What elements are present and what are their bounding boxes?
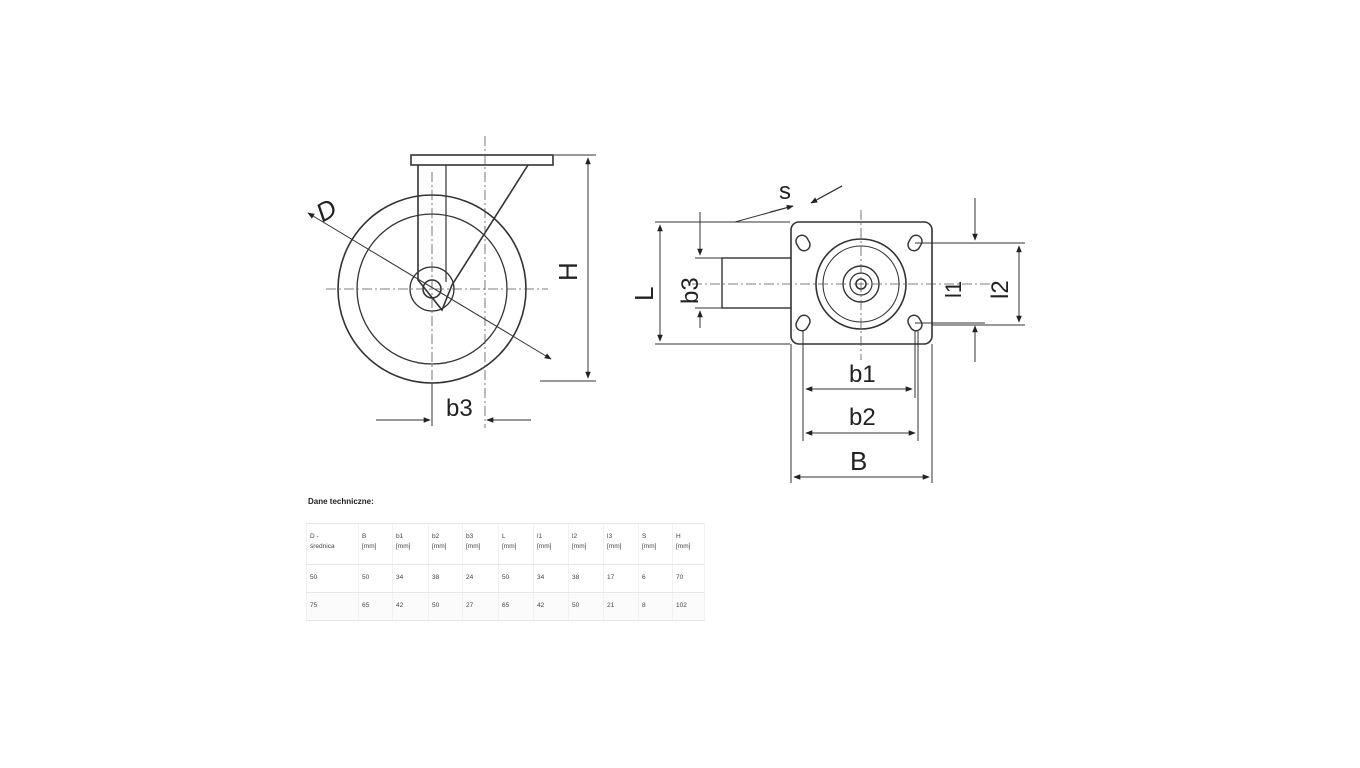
- top-plate: [790, 221, 933, 345]
- table-cell: 50: [428, 592, 463, 621]
- table-cell: 50: [498, 564, 534, 593]
- column-header-unit: średnica: [310, 543, 335, 551]
- column-header: l1 [mm]: [533, 523, 569, 565]
- mounting-plate: [410, 154, 554, 166]
- table-cell: 75: [306, 592, 359, 621]
- table-cell: 102: [672, 592, 705, 621]
- table-cell: 65: [358, 592, 393, 621]
- column-header: H [mm]: [672, 523, 705, 565]
- column-header: L [mm]: [498, 523, 534, 565]
- table-cell: 50: [568, 592, 604, 621]
- label-s: s: [779, 178, 791, 205]
- table-cell: 17: [603, 564, 639, 593]
- column-header: b2 [mm]: [428, 523, 463, 565]
- label-b3-side: b3: [446, 395, 473, 422]
- technical-drawing: D H b3 s L b3 l1 l2 b1 b2 B: [306, 132, 1030, 484]
- table-cell: 42: [392, 592, 429, 621]
- label-D: D: [311, 192, 342, 227]
- table-cell: 50: [306, 564, 359, 593]
- column-header-name: L: [502, 533, 506, 540]
- table-cell: 42: [533, 592, 569, 621]
- column-header-name: H: [676, 533, 681, 540]
- column-header-name: b2: [432, 533, 440, 540]
- column-header-name: S: [642, 533, 647, 540]
- label-B: B: [850, 446, 867, 476]
- table-cell: 27: [462, 592, 499, 621]
- column-header: D - średnica: [306, 523, 359, 565]
- table-cell: 38: [568, 564, 604, 593]
- column-header-unit: [mm]: [676, 543, 691, 551]
- table-cell: 6: [638, 564, 673, 593]
- column-header-name: l1: [537, 533, 543, 540]
- specs-title: Dane techniczne:: [308, 497, 374, 506]
- table-cell: 34: [392, 564, 429, 593]
- column-header: B [mm]: [358, 523, 393, 565]
- mounting-slots: [795, 234, 923, 332]
- table-cell: 50: [358, 564, 393, 593]
- column-header-unit: [mm]: [607, 543, 622, 551]
- swivel-ring-outer: [815, 238, 907, 330]
- table-cell: 24: [462, 564, 499, 593]
- label-b3-top: b3: [677, 277, 704, 304]
- label-l1: l1: [941, 281, 966, 298]
- column-header-name: b1: [396, 533, 404, 540]
- table-cell: 21: [603, 592, 639, 621]
- column-header-name: l3: [607, 533, 613, 540]
- column-header-unit: [mm]: [432, 543, 447, 551]
- wheel-top-stub: [721, 257, 793, 309]
- caster-drawing-svg: D H b3 s L b3 l1 l2 b1 b2 B: [307, 136, 1025, 483]
- label-b2: b2: [849, 404, 876, 431]
- table-cell: 38: [428, 564, 463, 593]
- column-header-unit: [mm]: [537, 543, 552, 551]
- column-header-unit: [mm]: [362, 543, 377, 551]
- column-header: S [mm]: [638, 523, 673, 565]
- table-cell: 70: [672, 564, 705, 593]
- table-cell: 65: [498, 592, 534, 621]
- label-L: L: [629, 287, 659, 301]
- column-header-unit: [mm]: [572, 543, 587, 551]
- label-l2: l2: [987, 280, 1014, 299]
- column-header-name: b3: [466, 533, 474, 540]
- table-cell: 8: [638, 592, 673, 621]
- side-view: [307, 136, 596, 428]
- label-H: H: [553, 262, 583, 281]
- column-header: l2 [mm]: [568, 523, 604, 565]
- table-cell: 34: [533, 564, 569, 593]
- column-header-unit: [mm]: [502, 543, 517, 551]
- column-header-unit: [mm]: [642, 543, 657, 551]
- top-view: [655, 185, 1025, 483]
- column-header-name: B: [362, 533, 367, 540]
- column-header: b3 [mm]: [462, 523, 499, 565]
- column-header: l3 [mm]: [603, 523, 639, 565]
- column-header: b1 [mm]: [392, 523, 429, 565]
- label-b1: b1: [849, 361, 876, 388]
- column-header-unit: [mm]: [466, 543, 481, 551]
- column-header-name: D -: [310, 533, 319, 540]
- column-header-name: l2: [572, 533, 578, 540]
- column-header-unit: [mm]: [396, 543, 411, 551]
